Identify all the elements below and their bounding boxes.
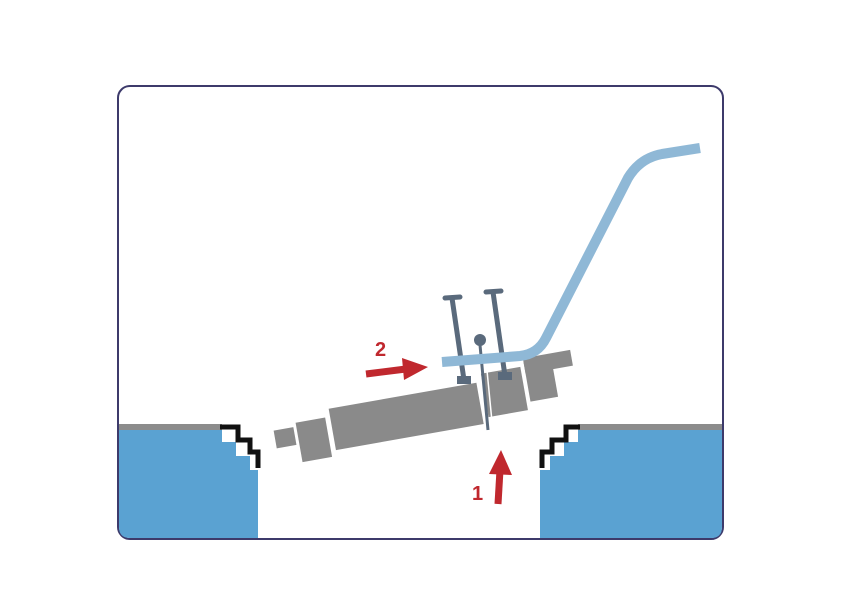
arrow-right-icon — [365, 358, 428, 380]
cover-flange-left — [273, 427, 297, 449]
edge-profile-right — [539, 424, 580, 468]
surface-line-right — [578, 424, 722, 430]
cover-flange-right-top — [522, 349, 573, 375]
lifting-bolt-left — [442, 294, 471, 384]
surface-line-left — [119, 424, 222, 430]
edge-profile-left — [220, 424, 261, 468]
water-left — [119, 430, 258, 538]
cover-body-right — [480, 366, 528, 418]
step-1-label: 1 — [472, 483, 483, 505]
cover-body-left — [295, 417, 333, 463]
water-right — [540, 430, 722, 538]
cover-body-main — [328, 382, 484, 451]
cover-plate — [273, 349, 573, 463]
lifting-handle — [441, 143, 701, 367]
arrow-up-icon — [489, 450, 512, 505]
step-2-label: 2 — [375, 339, 386, 361]
